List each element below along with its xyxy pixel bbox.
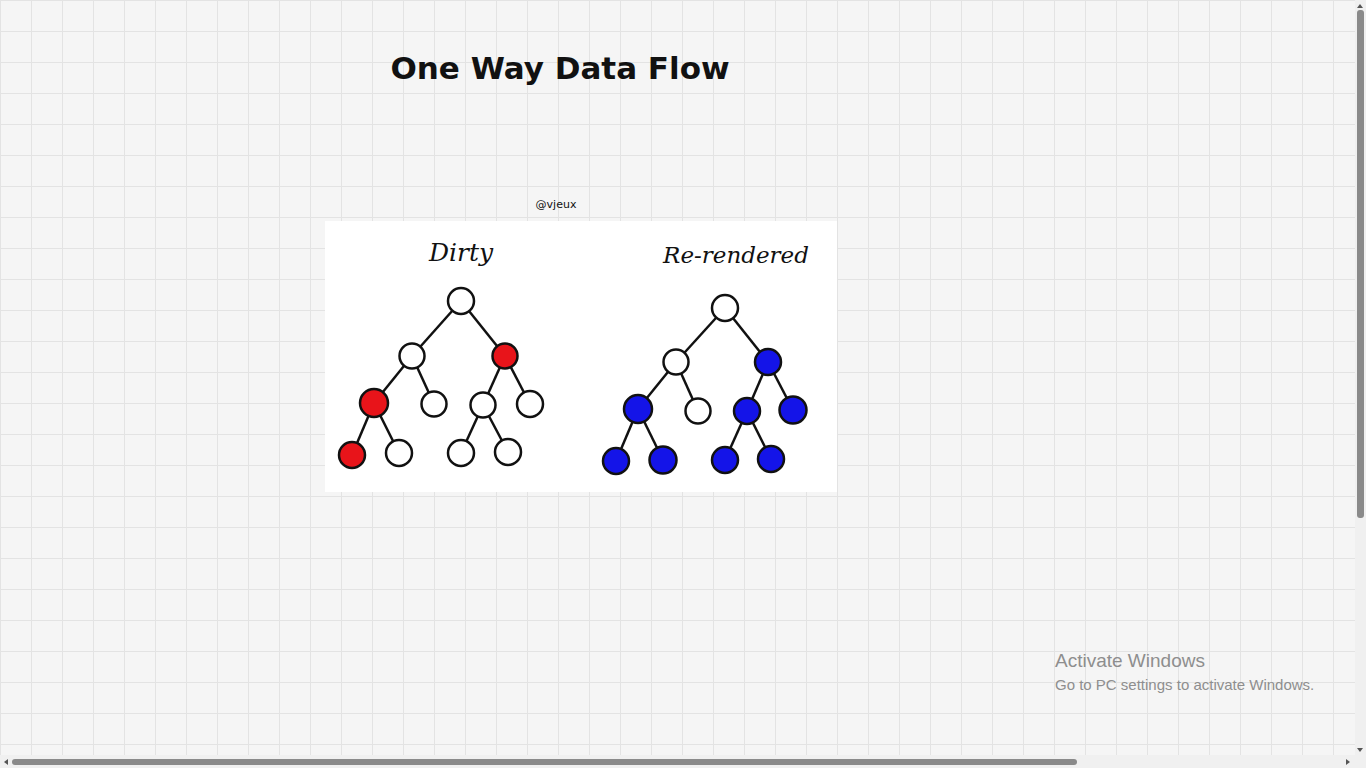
credit-label: @vjeux: [536, 198, 577, 211]
page-title: One Way Data Flow: [390, 50, 729, 86]
watermark: Go to PC settings to activate Windows.: [1055, 676, 1314, 693]
tree-branches: [352, 301, 793, 461]
tree-nodes: [339, 288, 807, 474]
watermark: Activate Windows: [1055, 650, 1205, 672]
tree-heading: Dirty: [429, 238, 493, 267]
picture-ground: [325, 221, 837, 492]
tree-heading: Re-rendered: [663, 242, 809, 268]
